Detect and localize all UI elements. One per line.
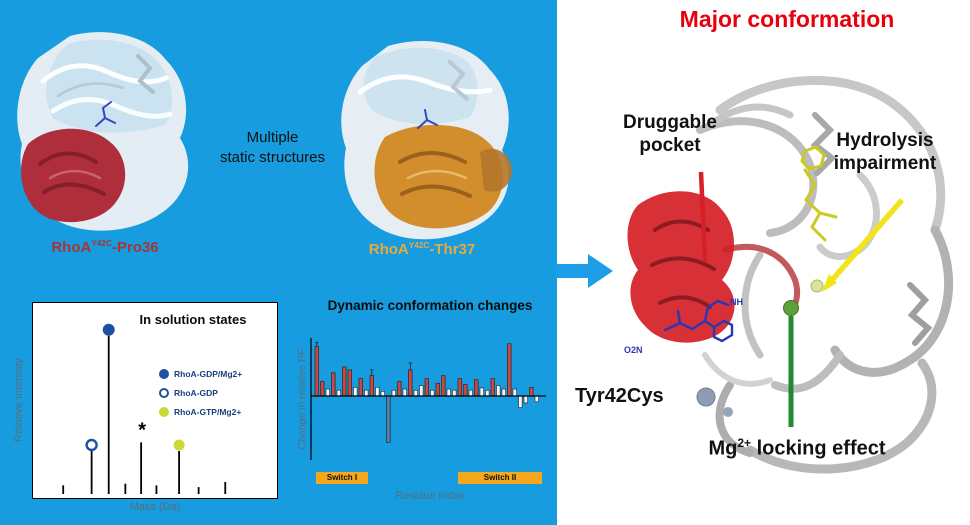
structure1-name: RhoA xyxy=(51,239,92,256)
druggable-pocket-label: Druggable pocket xyxy=(600,112,740,158)
protein-structure-rhoa-pro36 xyxy=(17,32,189,231)
static-structures-caption: Multiple static structures xyxy=(205,128,340,169)
filled-blue-circle-icon xyxy=(159,369,169,379)
legend-label: RhoA-GTP/Mg2+ xyxy=(174,407,242,417)
conformation-bar-plot xyxy=(310,338,546,460)
druggable-pocket-surface xyxy=(627,191,735,343)
legend-item-gtp-mg: RhoA-GTP/Mg2+ xyxy=(159,407,242,417)
legend-label: RhoA-GDP xyxy=(174,388,218,398)
red-ribbon-strokes xyxy=(38,151,106,196)
red-surface-region xyxy=(21,128,126,223)
spectrum-legend-title: In solution states xyxy=(139,312,247,327)
gtp-analog-sticks xyxy=(800,145,838,242)
mass-spectrum-plot: * xyxy=(62,323,227,494)
protein-structure-rhoa-thr37 xyxy=(341,40,512,240)
gdp-ligand-sticks xyxy=(417,109,438,129)
barchart-x-axis-label: Residue index xyxy=(395,490,465,502)
mg-suffix: locking effect xyxy=(751,437,886,460)
spectrum-legend: RhoA-GDP/Mg2+ RhoA-GDP RhoA-GTP/Mg2+ xyxy=(159,369,242,426)
switch-i-region-label: Switch I xyxy=(316,472,368,484)
cys-sulfur-sphere xyxy=(696,387,716,407)
ribbon-strokes xyxy=(357,60,493,101)
hydrolysis-line2: impairment xyxy=(833,152,937,174)
spectrum-x-axis-label: Mass (Da) xyxy=(129,501,181,513)
tyr42cys-label: Tyr42Cys xyxy=(575,385,664,407)
structure1-label: RhoAY42C-Pro36 xyxy=(25,239,185,256)
protein-surface-lightblue xyxy=(363,47,478,125)
svg-text:*: * xyxy=(138,419,146,441)
open-blue-circle-icon xyxy=(159,388,169,398)
filled-yellow-circle-icon xyxy=(159,407,169,417)
hydrolysis-line1: Hydrolysis xyxy=(836,130,934,151)
major-conformation-structure: NH O2N xyxy=(624,75,954,474)
legend-label: RhoA-GDP/Mg2+ xyxy=(174,369,243,379)
ligand-label-nh: NH xyxy=(730,297,743,307)
water-sphere xyxy=(810,279,824,293)
inhibitor-ligand-sticks xyxy=(663,299,734,343)
structure2-mutation: Y42C xyxy=(408,241,430,250)
mg-locking-effect-label: Mg2+ locking effect xyxy=(672,436,922,461)
barchart-title: Dynamic conformation changes xyxy=(327,298,533,313)
gray-ribbon-strokes xyxy=(696,75,954,474)
structure1-residue: -Pro36 xyxy=(111,239,159,256)
legend-item-gdp: RhoA-GDP xyxy=(159,388,242,398)
left-panel: Multiple static structures RhoAY xyxy=(0,0,557,525)
mg-prefix: Mg xyxy=(708,437,738,460)
druggable-pocket-pointer-line xyxy=(698,171,708,263)
switch-ii-region-label: Switch II xyxy=(458,472,542,484)
major-conformation-title: Major conformation xyxy=(679,6,895,32)
ribbon-strokes xyxy=(40,54,173,119)
barchart-y-axis-label: Change in relative PF xyxy=(296,348,308,450)
hydrolysis-pointer-arrow xyxy=(822,198,905,292)
orange-surface-region xyxy=(374,124,503,229)
mg-charge-sup: 2+ xyxy=(737,436,752,450)
druggable-line1: Druggable xyxy=(623,112,717,133)
structure1-mutation: Y42C xyxy=(91,239,112,248)
ligand-label-no2: O2N xyxy=(624,345,643,355)
mass-spectrum-panel: * In solution states RhoA-GDP/Mg2+ RhoA-… xyxy=(32,302,278,499)
small-sphere xyxy=(723,407,733,417)
gdp-ligand-sticks xyxy=(95,101,116,127)
structure2-name: RhoA xyxy=(368,241,409,258)
orange-ribbon-strokes xyxy=(398,151,472,198)
mg-sphere xyxy=(783,300,799,316)
hydrolysis-impairment-label: Hydrolysis impairment xyxy=(800,130,970,176)
druggable-line2: pocket xyxy=(639,134,701,156)
flow-arrow-icon xyxy=(556,254,613,288)
structure2-label: RhoAY42C-Thr37 xyxy=(342,241,502,258)
caption-line1: Multiple xyxy=(246,129,299,146)
spectrum-y-axis-label: Relative Intensity xyxy=(13,358,25,442)
caption-line2: static structures xyxy=(219,149,326,167)
structure2-residue: -Thr37 xyxy=(429,241,476,258)
legend-item-gdp-mg: RhoA-GDP/Mg2+ xyxy=(159,369,242,379)
orange-surface-small xyxy=(480,148,512,192)
protein-surface-lightblue xyxy=(46,39,172,133)
